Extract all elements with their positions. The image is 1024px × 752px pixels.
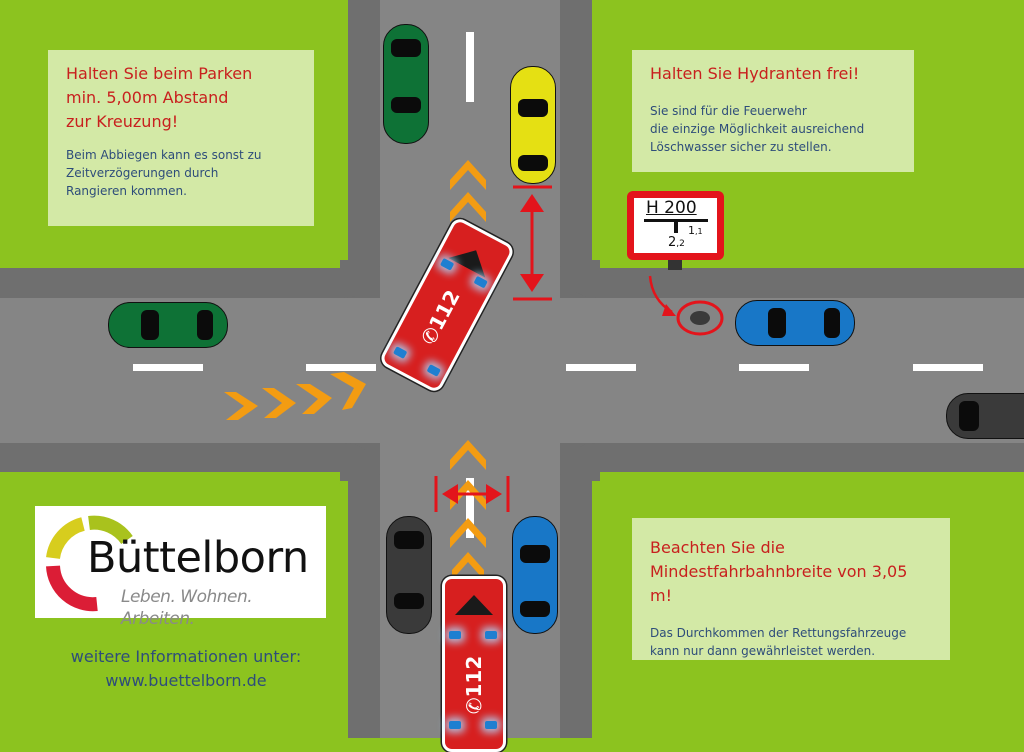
lane-marking bbox=[913, 364, 983, 371]
blue-light-icon bbox=[449, 631, 461, 639]
hydrant-sign-bottom: 2,2 bbox=[668, 235, 685, 250]
car-rear-window bbox=[394, 593, 424, 609]
panel-body-line: Das Durchkommen der Rettungsfahrzeuge bbox=[650, 626, 907, 640]
panel-body-line: Zeitverzögerungen durch bbox=[66, 166, 219, 180]
blue-light-icon bbox=[426, 364, 441, 377]
hydrant-sign: H 200 1,1 2,2 bbox=[627, 191, 724, 260]
car-yellow-top bbox=[510, 66, 556, 184]
chevron-right-icon bbox=[296, 384, 332, 414]
chevron-right-icon bbox=[330, 372, 366, 410]
lane-marking bbox=[466, 32, 474, 102]
fire-truck-cab bbox=[448, 240, 494, 277]
panel-road-width: Beachten Sie die Mindestfahrbahnbreite v… bbox=[632, 518, 950, 660]
panel-body-line: Beim Abbiegen kann es sonst zu bbox=[66, 148, 262, 162]
hydrant-sign-label: H 200 bbox=[646, 198, 697, 218]
car-black-right bbox=[946, 393, 1024, 439]
car-rear-window bbox=[520, 601, 550, 617]
car-windshield bbox=[141, 310, 159, 340]
hydrant-sign-inner: H 200 1,1 2,2 bbox=[634, 198, 717, 253]
car-blue-bottom bbox=[512, 516, 558, 634]
more-info-text: weitere Informationen unter: bbox=[70, 647, 302, 666]
lane-marking bbox=[566, 364, 636, 371]
lane-marking bbox=[133, 364, 203, 371]
chevron-right-icon bbox=[224, 392, 258, 420]
phone-icon: ✆ bbox=[462, 697, 486, 715]
hydrant-cover-marker bbox=[676, 300, 724, 336]
car-rear-window bbox=[824, 308, 840, 338]
chevron-up-icon bbox=[450, 440, 486, 470]
car-blue-right bbox=[735, 300, 855, 346]
blue-light-icon bbox=[393, 346, 408, 359]
panel-hydrant: Halten Sie Hydranten frei! Sie sind für … bbox=[632, 50, 914, 172]
logo-name: Büttelborn bbox=[87, 533, 309, 583]
car-green-left bbox=[108, 302, 228, 348]
car-windshield bbox=[520, 545, 550, 563]
chevron-right-icon bbox=[262, 388, 296, 418]
car-windshield bbox=[518, 99, 548, 117]
blue-light-icon bbox=[473, 275, 488, 289]
hydrant-cover bbox=[690, 311, 710, 325]
panel-title-line: Beachten Sie die bbox=[650, 538, 785, 557]
panel-title-line: Halten Sie beim Parken bbox=[66, 64, 253, 83]
car-rear-window bbox=[391, 97, 421, 113]
panel-title: Halten Sie Hydranten frei! bbox=[650, 64, 860, 83]
panel-body-line: kann nur dann gewährleistet werden. bbox=[650, 644, 876, 658]
panel-body-line: die einzige Möglichkeit ausreichend bbox=[650, 122, 865, 136]
hydrant-sign-right: 1,1 bbox=[688, 224, 703, 237]
chevron-up-icon bbox=[450, 160, 486, 190]
chevron-up-icon bbox=[450, 518, 486, 548]
logo-slogan: Leben. Wohnen. Arbeiten. bbox=[121, 587, 253, 629]
car-windshield bbox=[768, 308, 786, 338]
panel-title-line: zur Kreuzung! bbox=[66, 112, 179, 131]
panel-body-line: Sie sind für die Feuerwehr bbox=[650, 104, 807, 118]
car-rear-window bbox=[518, 155, 548, 171]
panel-body-line: Rangieren kommen. bbox=[66, 184, 187, 198]
car-rear-window bbox=[197, 310, 213, 340]
hydrant-pointer-arrow bbox=[648, 275, 673, 314]
website-link[interactable]: www.buettelborn.de bbox=[105, 671, 267, 690]
panel-parking-distance: Halten Sie beim Parken min. 5,00m Abstan… bbox=[48, 50, 314, 226]
hydrant-sign-stem bbox=[674, 219, 678, 233]
panel-title-line: min. 5,00m Abstand bbox=[66, 88, 229, 107]
blue-light-icon bbox=[485, 721, 497, 729]
blue-light-icon bbox=[449, 721, 461, 729]
fire-truck-label: ✆112 bbox=[416, 285, 465, 349]
fire-truck-label: ✆112 bbox=[462, 655, 486, 715]
panel-body-line: Löschwasser sicher zu stellen. bbox=[650, 140, 832, 154]
car-green-top bbox=[383, 24, 429, 144]
lane-marking bbox=[739, 364, 809, 371]
buettelborn-logo: Büttelborn Leben. Wohnen. Arbeiten. bbox=[35, 506, 326, 629]
fire-truck-cab bbox=[455, 595, 493, 615]
car-windshield bbox=[391, 39, 421, 57]
blue-light-icon bbox=[485, 631, 497, 639]
panel-title-line: Mindestfahrbahnbreite von 3,05 m! bbox=[650, 562, 908, 605]
car-black-bottom bbox=[386, 516, 432, 634]
lane-marking bbox=[306, 364, 376, 371]
chevron-up-icon bbox=[452, 552, 484, 580]
lane-marking bbox=[466, 478, 474, 538]
logo-arc-icon bbox=[46, 515, 133, 612]
chevron-up-icon bbox=[450, 192, 486, 222]
hydrant-sign-post bbox=[668, 258, 682, 270]
car-windshield bbox=[394, 531, 424, 549]
car-windshield bbox=[959, 401, 979, 431]
fire-truck-bottom: ✆112 bbox=[442, 576, 506, 752]
